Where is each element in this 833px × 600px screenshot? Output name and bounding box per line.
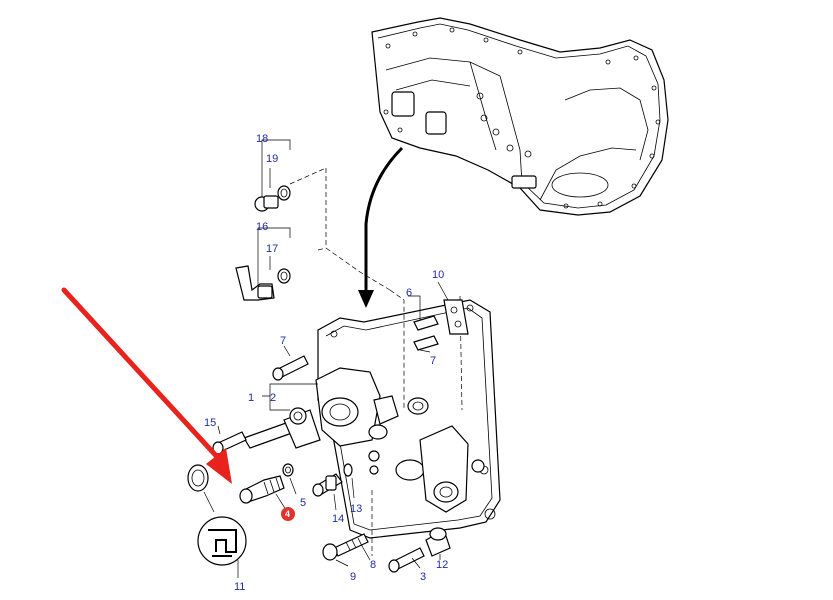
part-18-19-plug <box>254 139 291 212</box>
callout-18: 18 <box>256 133 268 145</box>
callout-7-upper: 7 <box>280 335 286 347</box>
callout-16: 16 <box>256 221 268 233</box>
callout-8: 8 <box>370 559 376 571</box>
callout-3: 3 <box>420 571 426 583</box>
red-arrow-icon <box>61 287 232 484</box>
highlight-badge <box>281 507 295 521</box>
part-13-washer <box>343 463 355 499</box>
callout-9: 9 <box>350 571 356 583</box>
callout-labels: 18 19 16 17 10 6 7 7 1 2 15 5 13 14 12 8… <box>204 133 448 593</box>
callout-14: 14 <box>332 513 344 525</box>
part-10-retaining-plate <box>437 281 469 335</box>
callout-7-right: 7 <box>430 355 436 367</box>
callout-1: 1 <box>248 392 254 404</box>
sealant-icon <box>197 516 247 578</box>
transmission-housing <box>371 17 669 216</box>
callout-2: 2 <box>270 392 276 404</box>
callout-11: 11 <box>234 581 245 593</box>
part-6-bolts <box>408 295 439 353</box>
callout-19: 19 <box>266 153 278 165</box>
part-11-seal <box>187 464 215 513</box>
part-1-2-shaft-bushing <box>243 383 321 449</box>
assembly-direction-arrow <box>358 146 404 308</box>
callout-15: 15 <box>204 417 216 429</box>
callout-13: 13 <box>350 503 362 515</box>
part-3-12-bolt-sleeve <box>388 527 451 573</box>
part-14-sensor <box>312 473 343 511</box>
part-5-oring <box>282 463 297 495</box>
callout-12: 12 <box>436 559 448 571</box>
part-4-sensor <box>239 475 287 511</box>
part-7-bolt <box>272 345 309 381</box>
part-16-17-elbow-fitting <box>235 227 291 301</box>
callout-4: 4 <box>285 509 290 519</box>
cover-plate <box>315 299 501 539</box>
callout-6: 6 <box>406 287 412 299</box>
callout-17: 17 <box>266 243 278 255</box>
callout-10: 10 <box>432 269 444 281</box>
part-15-bolt <box>212 425 247 455</box>
part-8-9-bolt <box>322 533 371 567</box>
callout-5: 5 <box>300 497 306 509</box>
